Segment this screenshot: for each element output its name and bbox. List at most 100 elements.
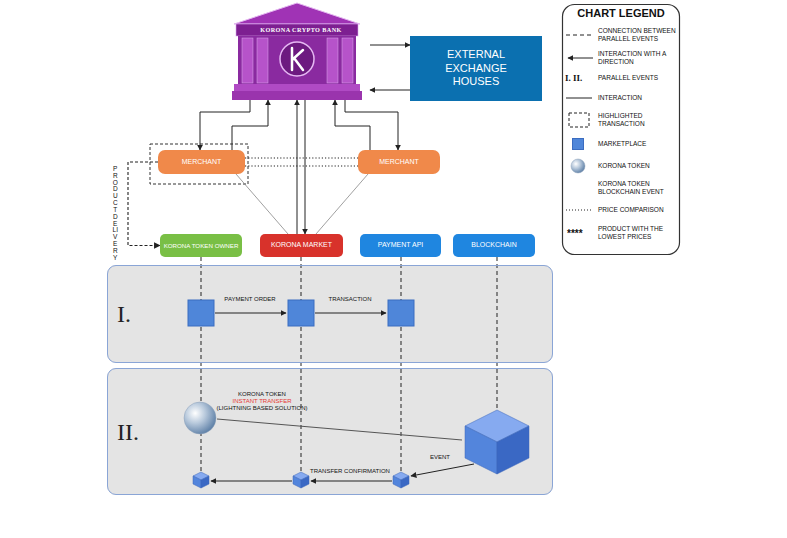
legend-panel: [563, 5, 680, 255]
legend-sample: [571, 159, 585, 173]
connector: [370, 90, 410, 91]
cube-face: [465, 426, 497, 474]
legend-sample-text: I. II.: [565, 73, 582, 83]
legend-text: CONNECTION BETWEEN PARALLEL EVENTS: [598, 27, 676, 43]
bank-building: KORONA CRYPTO BANK: [232, 2, 370, 100]
connector: [335, 100, 370, 150]
node-label: BLOCKCHAIN: [471, 241, 517, 249]
connector: [128, 162, 160, 246]
flow-label: KORONA TOKEN: [238, 391, 286, 398]
bank-roof: [234, 3, 360, 24]
actor-box: KORONA TOKEN OWNER: [160, 234, 242, 257]
event-band: II.: [107, 368, 553, 495]
band-fill: [107, 368, 553, 495]
cube-face: [401, 476, 409, 488]
lifeline: [401, 257, 402, 476]
merchant-box: MERCHANT: [358, 150, 440, 174]
bank-wall: [238, 36, 356, 84]
edge-label: PRODUCT DELIVERY: [112, 166, 119, 261]
connector: [370, 45, 410, 46]
legend-sample-text: ****: [567, 228, 583, 240]
legend-text: KORONA TOKEN BLOCKCHAIN EVENT: [598, 180, 676, 196]
legend-text: PARALLEL EVENTS: [598, 74, 676, 82]
lifeline: [201, 257, 202, 476]
node-label: EXTERNAL EXCHANGE HOUSES: [426, 48, 526, 89]
legend-text: MARKETPLACE: [598, 140, 676, 148]
connector: [245, 158, 358, 166]
marketplace-squares: [188, 300, 414, 326]
marketplace-square: [188, 300, 214, 326]
node-label: KORONA CRYPTO BANK: [232, 24, 370, 36]
node-label: MERCHANT: [379, 158, 419, 166]
legend-text: PRODUCT WITH THE LOWEST PRICES: [598, 225, 676, 241]
cube-face: [193, 476, 201, 488]
bank-step: [234, 84, 360, 91]
highlight-frame: [150, 144, 248, 184]
connector: [305, 100, 306, 234]
confirm-arrow: [311, 481, 392, 482]
legend-sample: [566, 35, 592, 36]
cube-face: [201, 476, 209, 488]
cubes: [193, 181, 585, 488]
bank-column: [327, 38, 338, 83]
node-label: KORONA MARKET: [271, 241, 332, 249]
legend-sample: [568, 58, 593, 59]
event-arrow: [411, 464, 474, 476]
flow-label: TRANSFER CONFIRMATION: [310, 468, 390, 475]
connector: [345, 100, 398, 150]
legend-title: CHART LEGEND: [577, 7, 664, 20]
bank-logo: [280, 42, 314, 76]
node-label: KORONA TOKEN OWNER: [164, 242, 239, 249]
actor-box: PAYMENT API: [360, 234, 441, 257]
cube-face: [301, 476, 309, 488]
legend-text: INTERACTION: [598, 94, 676, 102]
connector: [297, 100, 298, 234]
marketplace-square: [388, 300, 414, 326]
connector: [200, 100, 250, 150]
flow-label: (LIGHTNING BASED SOLUTION): [216, 405, 307, 412]
flow-label: INSTANT TRANSFER: [232, 398, 291, 405]
bank-column: [242, 38, 253, 83]
band-numeral: II.: [117, 420, 139, 444]
lifelines: [201, 257, 497, 476]
actor-box: BLOCKCHAIN: [453, 234, 535, 257]
legend-sample: [566, 98, 592, 99]
lifeline: [497, 257, 498, 412]
flow-arrow: [215, 313, 286, 314]
bank-column: [342, 38, 353, 83]
node-label: PAYMENT API: [378, 241, 424, 249]
bank-step: [232, 91, 362, 100]
connector: [236, 174, 288, 234]
band-numeral: I.: [117, 302, 131, 326]
cube-face: [293, 476, 301, 488]
merchant-box: MERCHANT: [158, 150, 245, 174]
cube-face: [393, 476, 401, 488]
actor-box: KORONA MARKET: [260, 234, 343, 257]
legend-sample: [569, 113, 589, 127]
legend-sample: [566, 209, 592, 210]
confirm-arrow: [211, 481, 292, 482]
marketplace-square: [288, 300, 314, 326]
cube-face: [497, 426, 529, 474]
legend-text: INTERACTION WITH A DIRECTION: [598, 50, 676, 66]
flow-label: EVENT: [430, 454, 450, 461]
transfer-line: [217, 419, 462, 440]
connector: [232, 100, 268, 150]
legend-text: PRICE COMPARISON: [598, 206, 676, 214]
flow-label: TRANSACTION: [328, 296, 371, 303]
legend-text: HIGHLIGHTED TRANSACTION: [598, 112, 676, 128]
bank-illustration: [232, 2, 362, 100]
legend-swatch: [572, 138, 584, 150]
flow-label: PAYMENT ORDER: [224, 296, 275, 303]
exchange-box: EXTERNAL EXCHANGE HOUSES: [410, 36, 542, 101]
event-band: I.: [107, 265, 553, 363]
bank-column: [257, 38, 268, 83]
bank-logo-mark: [292, 48, 303, 70]
flow-arrow: [315, 313, 386, 314]
band-fill: [107, 265, 553, 363]
legend-text: KORONA TOKEN: [598, 162, 676, 170]
connector: [316, 174, 368, 234]
